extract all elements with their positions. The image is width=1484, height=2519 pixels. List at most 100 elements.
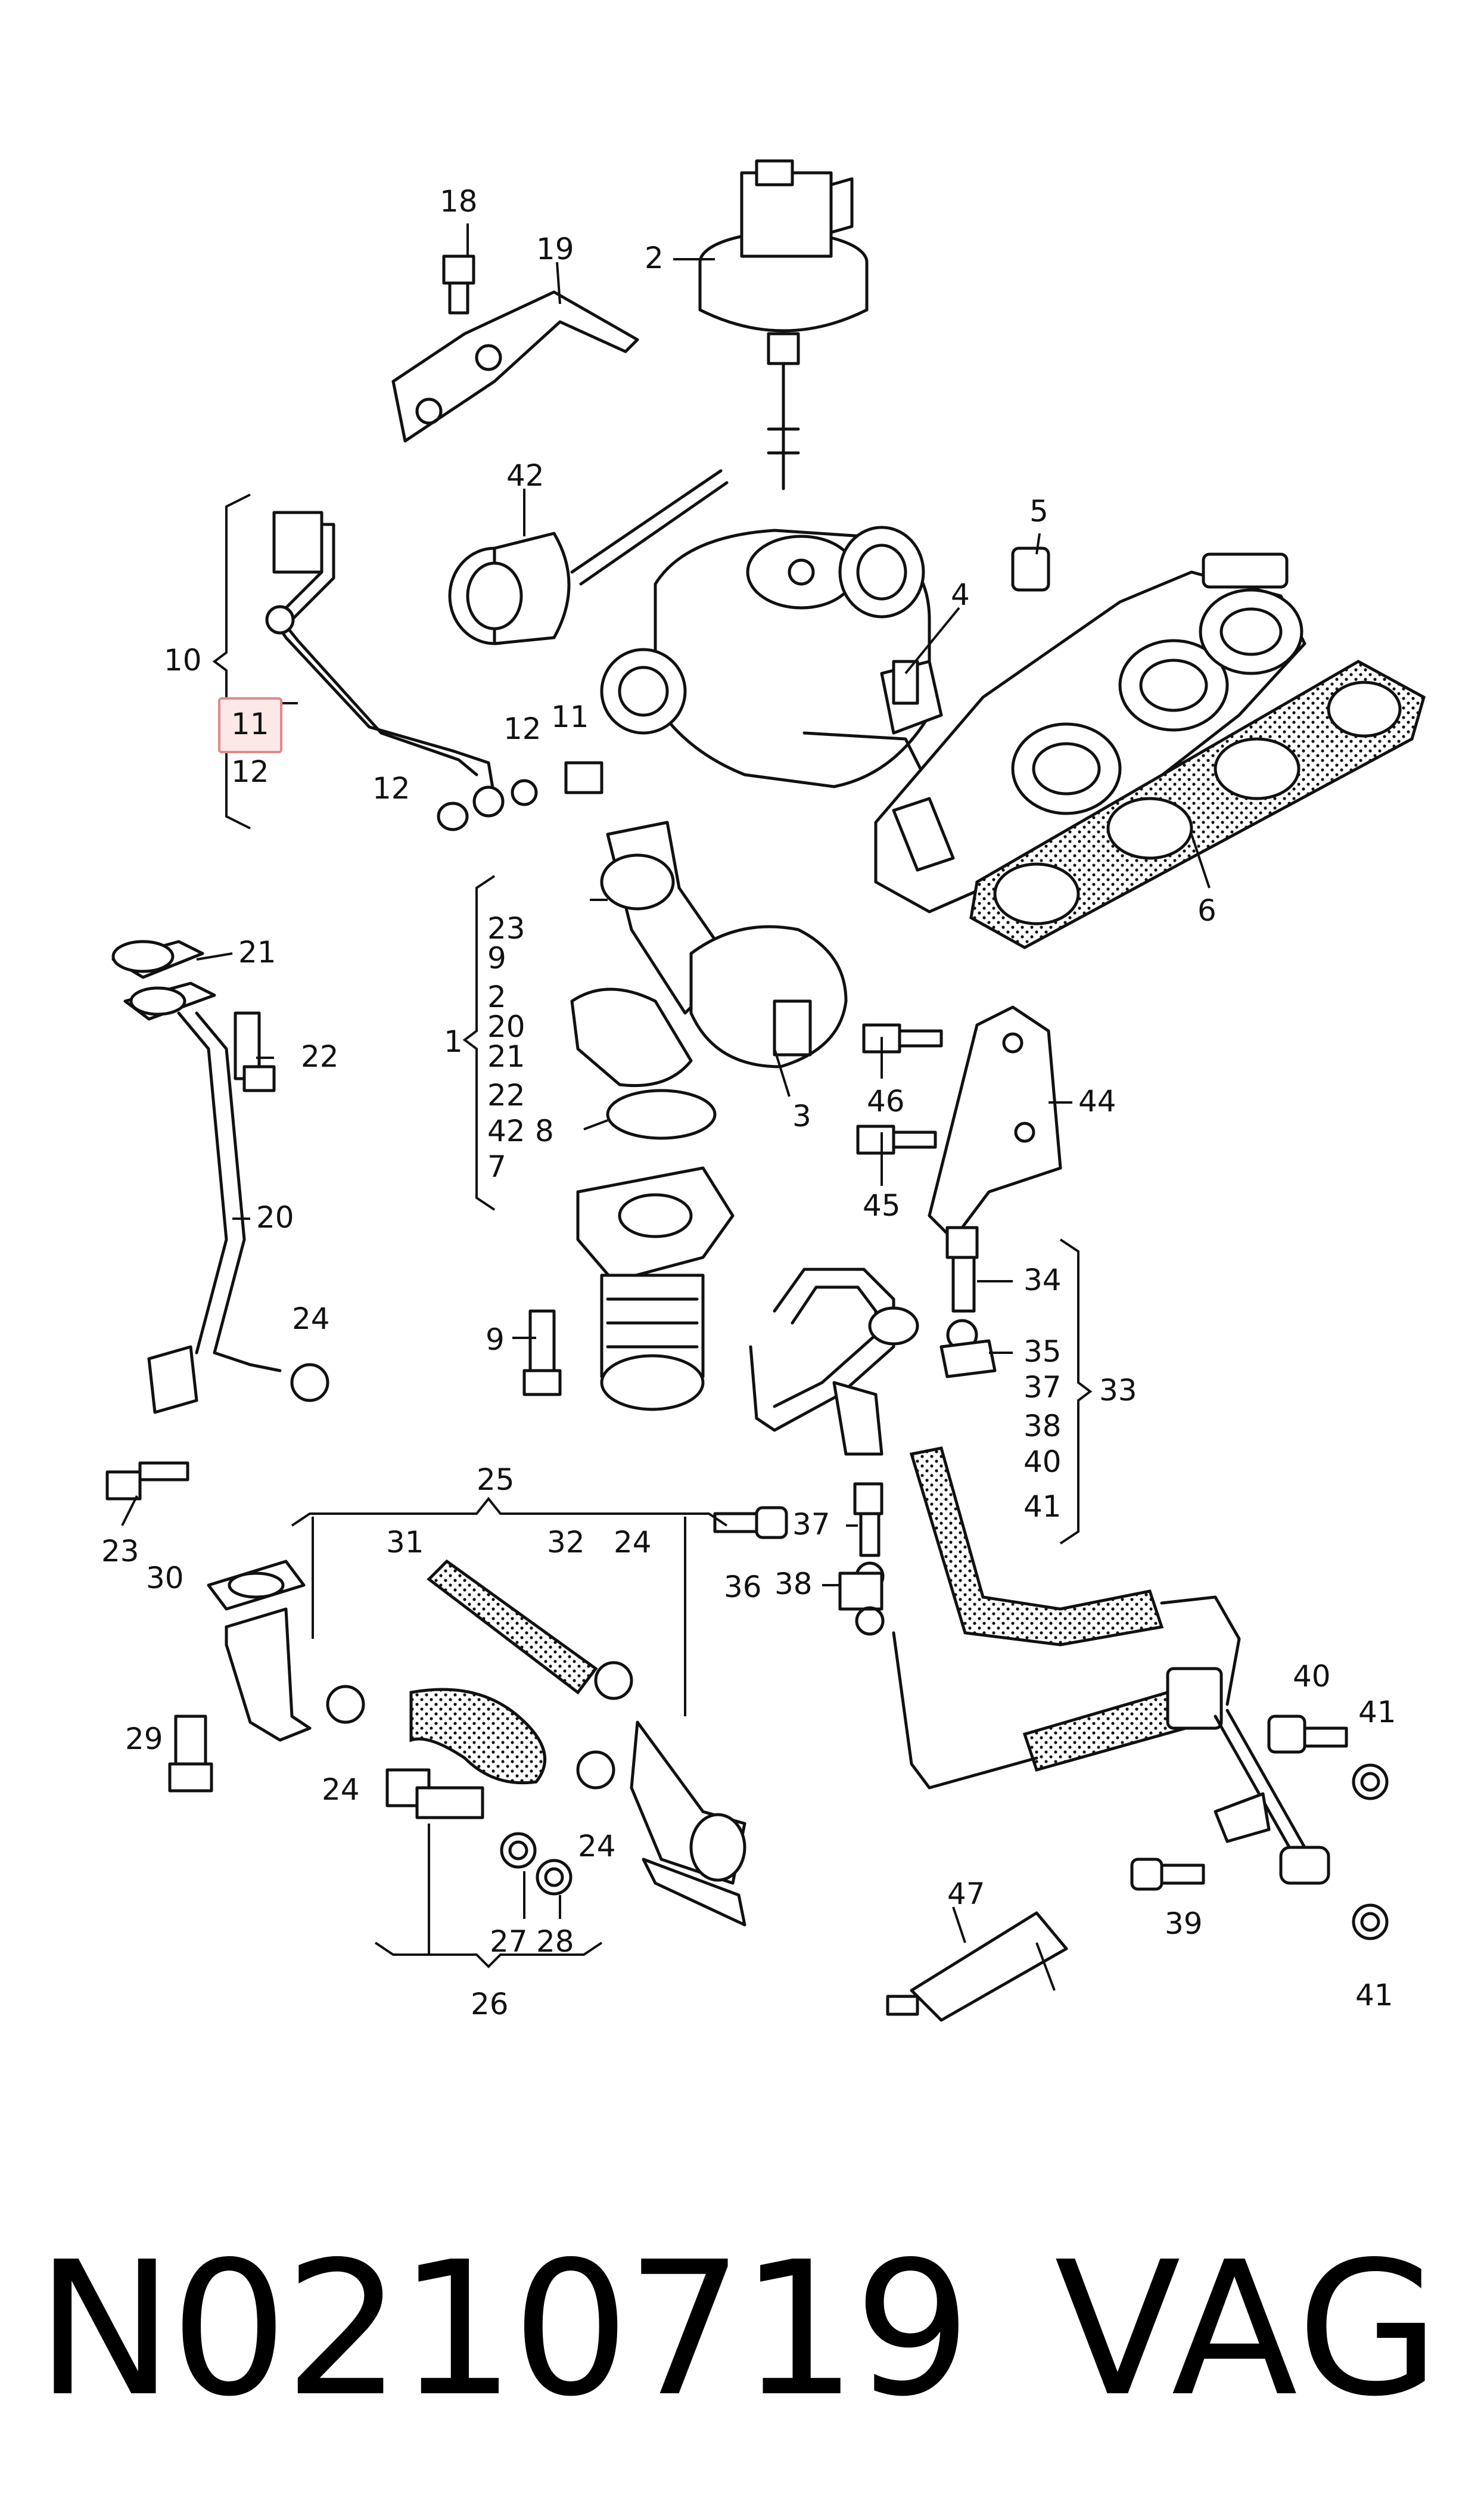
callout-4: 4 xyxy=(951,577,970,612)
callout-46: 46 xyxy=(867,1084,905,1119)
banjo-bolt-37-drawing xyxy=(838,1482,885,1636)
callout-22: 22 xyxy=(301,1039,339,1074)
callout-27: 27 xyxy=(490,1924,528,1959)
group-1-item: 42 xyxy=(487,1114,525,1148)
callout-44: 44 xyxy=(1078,1084,1116,1119)
callout-8: 8 xyxy=(535,1114,554,1148)
callout-24-right: 24 xyxy=(614,1525,652,1560)
callout-12-washer-b: 12 xyxy=(503,712,542,746)
callout-3: 3 xyxy=(792,1099,811,1133)
callout-45: 45 xyxy=(863,1188,901,1223)
group-33-item: 35 xyxy=(1023,1334,1062,1369)
callout-34: 34 xyxy=(1023,1263,1062,1297)
mount-42-drawing xyxy=(448,469,729,645)
leader-lines xyxy=(121,223,1211,1991)
callout-32: 32 xyxy=(547,1525,585,1560)
footer: N0210719 VAG xyxy=(0,2205,1484,2455)
gasket-6-drawing xyxy=(969,660,1426,949)
callout-20: 20 xyxy=(256,1200,294,1235)
support-bracket-44-drawing xyxy=(928,1005,1062,1241)
vacuum-actuator-drawing xyxy=(698,159,869,490)
group-33-item: 37 xyxy=(1023,1370,1062,1405)
banjo-bolt-34-drawing xyxy=(939,1226,997,1378)
brand-name: VAG xyxy=(1054,2222,1442,2437)
group-33-item: 38 xyxy=(1023,1409,1062,1443)
bolt-39-drawing xyxy=(1130,1858,1205,1891)
callout-9: 9 xyxy=(486,1322,505,1357)
coolant-pipe-drawing xyxy=(225,1607,746,1927)
callout-1: 1 xyxy=(444,1024,463,1059)
connector-7-drawing xyxy=(576,1166,735,1411)
arm-4-drawing xyxy=(892,660,919,705)
callout-6: 6 xyxy=(1197,893,1217,928)
group-1-list: 23 9 2 20 21 22 42 7 xyxy=(487,911,525,1184)
group-1-item: 9 xyxy=(487,941,506,976)
bolt-46-drawing xyxy=(862,1023,943,1054)
callout-12-washer-a: 12 xyxy=(372,771,410,806)
group-33-list: 35 37 38 40 41 xyxy=(1023,1334,1062,1524)
callout-36: 36 xyxy=(724,1570,762,1604)
callout-19: 19 xyxy=(536,232,574,266)
bolt-9-drawing xyxy=(522,1309,562,1396)
oil-supply-line-drawing xyxy=(265,511,603,831)
callout-21: 21 xyxy=(238,935,276,970)
callout-10: 10 xyxy=(164,643,202,678)
bolt-45-drawing xyxy=(856,1125,937,1155)
callout-38: 38 xyxy=(774,1567,813,1601)
callout-11-bolt: 11 xyxy=(551,700,589,734)
group-braces xyxy=(212,493,1093,1968)
bolt-36-drawing xyxy=(713,1506,788,1539)
group-33-item: 41 xyxy=(1023,1489,1062,1524)
callout-30: 30 xyxy=(146,1561,184,1595)
hose-clamp-24-drawing xyxy=(290,1363,633,1790)
callout-18: 18 xyxy=(440,184,478,219)
callout-24-top: 24 xyxy=(292,1302,330,1336)
callout-47: 47 xyxy=(947,1877,985,1911)
part-number: N0210719 xyxy=(36,2222,972,2437)
turbocharger-drawing xyxy=(600,526,943,788)
callout-24-bottom: 24 xyxy=(578,1829,616,1863)
turbo-pipe-assembly-drawing xyxy=(570,821,848,1088)
callout-29: 29 xyxy=(125,1722,163,1756)
group-1-item: 20 xyxy=(487,1010,525,1044)
banjo-bolt-26-drawing xyxy=(385,1768,573,1896)
callout-33: 33 xyxy=(1099,1373,1137,1408)
group-33-item: 40 xyxy=(1023,1445,1062,1479)
callout-31: 31 xyxy=(386,1525,424,1560)
callout-39: 39 xyxy=(1165,1906,1203,1941)
callout-2: 2 xyxy=(645,241,664,275)
exploded-parts-diagram: 18 19 2 42 5 4 6 10 11 12 12 12 11 21 22… xyxy=(101,159,1426,2022)
highlight-box xyxy=(218,697,282,753)
callout-37: 37 xyxy=(792,1507,830,1542)
o-ring-8-drawing xyxy=(606,1089,717,1140)
callout-11-highlighted: 11 xyxy=(231,707,269,741)
callout-12-brace: 12 xyxy=(231,754,269,789)
callout-41-bottom: 41 xyxy=(1355,1978,1393,2012)
group-1-item: 22 xyxy=(487,1078,525,1113)
callout-26: 26 xyxy=(471,1987,509,2021)
hose-31-drawing xyxy=(409,1688,546,1785)
sealant-tube-47-drawing xyxy=(886,1911,1068,2022)
callout-41-top: 41 xyxy=(1358,1695,1396,1729)
callout-42: 42 xyxy=(506,458,545,493)
callout-labels: 18 19 2 42 5 4 6 10 11 12 12 12 11 21 22… xyxy=(101,184,1396,2021)
group-1-item: 21 xyxy=(487,1039,525,1074)
oil-return-line-drawing xyxy=(105,940,282,1501)
callout-28: 28 xyxy=(536,1924,574,1959)
bolt-18-drawing xyxy=(442,254,475,315)
nut-5-drawing xyxy=(1011,546,1050,592)
hose-assembly-33-drawing xyxy=(749,1268,1330,1885)
bracket-drawing xyxy=(391,290,639,443)
gasket-30-drawing xyxy=(207,1560,306,1611)
exhaust-manifold-drawing xyxy=(874,552,1306,914)
bolt-29-drawing xyxy=(168,1714,213,1793)
hose-32-drawing xyxy=(427,1559,598,1695)
callout-25: 25 xyxy=(477,1462,515,1497)
callout-40: 40 xyxy=(1293,1659,1331,1694)
callout-5: 5 xyxy=(1029,494,1049,529)
group-1-item: 7 xyxy=(487,1150,506,1184)
group-1-item: 23 xyxy=(487,911,525,946)
group-1-item: 2 xyxy=(487,980,506,1014)
callout-24-left: 24 xyxy=(322,1772,360,1807)
banjo-bolt-40-drawing xyxy=(1267,1714,1348,1754)
